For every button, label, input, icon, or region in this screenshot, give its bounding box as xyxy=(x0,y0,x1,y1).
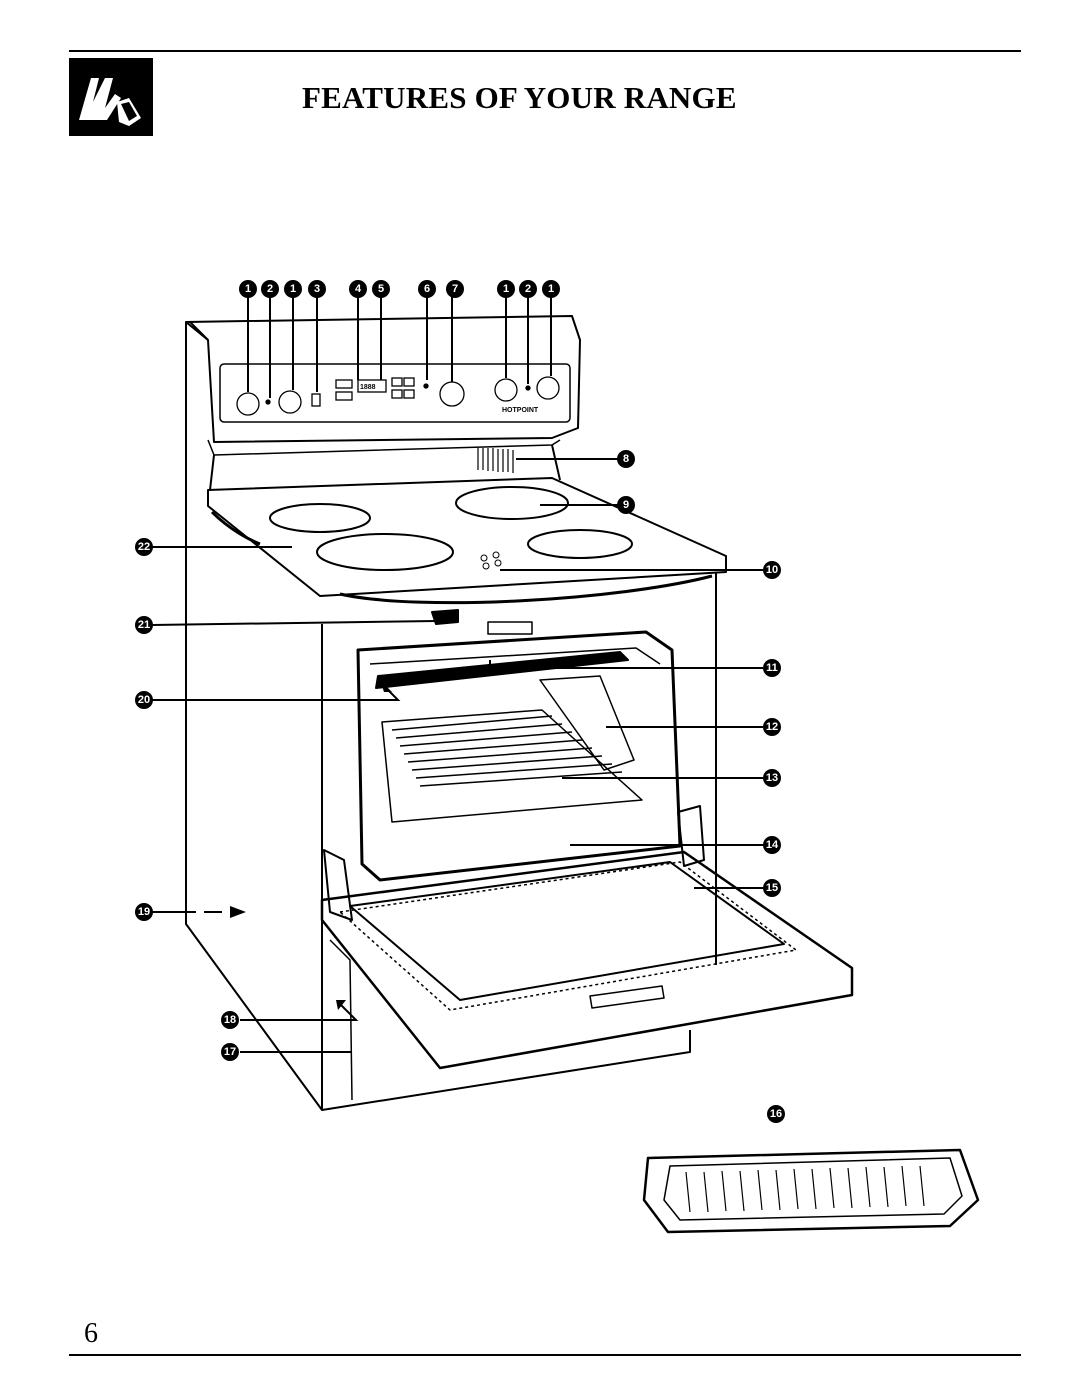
svg-text:16: 16 xyxy=(770,1108,782,1120)
svg-text:6: 6 xyxy=(424,283,430,295)
manual-section-logo-icon xyxy=(69,58,153,136)
page-number: 6 xyxy=(84,1318,98,1349)
clock-display-text: 1888 xyxy=(360,384,376,391)
oven-rack xyxy=(381,709,643,823)
oven-temp-knob xyxy=(439,381,465,407)
callout-10: 10 xyxy=(763,561,781,579)
oven-light-switch xyxy=(487,621,533,635)
svg-text:17: 17 xyxy=(224,1046,236,1058)
cooktop xyxy=(207,477,727,597)
burner-left-rear xyxy=(269,503,371,533)
page-title: FEATURES OF YOUR RANGE xyxy=(302,80,737,115)
svg-text:10: 10 xyxy=(766,564,778,576)
svg-text:4: 4 xyxy=(355,283,362,295)
callout-17: 17 xyxy=(221,1043,239,1061)
svg-text:5: 5 xyxy=(378,283,384,295)
callout-2b: 2 xyxy=(519,280,537,298)
callout-12: 12 xyxy=(763,718,781,736)
callout-5: 5 xyxy=(372,280,390,298)
svg-text:14: 14 xyxy=(766,839,779,851)
svg-text:1: 1 xyxy=(290,283,296,295)
footer-rule xyxy=(69,1354,1021,1356)
svg-text:19: 19 xyxy=(138,906,150,918)
callout-7: 7 xyxy=(446,280,464,298)
broiler-pan xyxy=(642,1148,980,1234)
oven-vent-icon xyxy=(477,448,514,473)
oven-door xyxy=(320,850,854,1070)
callout-13: 13 xyxy=(763,769,781,787)
svg-text:15: 15 xyxy=(766,882,778,894)
svg-text:8: 8 xyxy=(623,453,629,465)
svg-text:13: 13 xyxy=(766,772,778,784)
storage-drawer xyxy=(329,939,353,1101)
clock-display xyxy=(357,379,387,393)
callout-2: 2 xyxy=(261,280,279,298)
svg-text:1: 1 xyxy=(245,283,251,295)
door-hinge-right xyxy=(677,805,705,867)
svg-text:11: 11 xyxy=(766,662,778,674)
oven-cycling-indicator xyxy=(423,383,429,389)
callout-21: 21 xyxy=(135,616,153,634)
callout-18: 18 xyxy=(221,1011,239,1029)
callout-11: 11 xyxy=(763,659,781,677)
surface-knob-left-rear xyxy=(236,392,260,416)
callout-1: 1 xyxy=(239,280,257,298)
svg-text:21: 21 xyxy=(138,619,150,631)
svg-text:20: 20 xyxy=(138,694,150,706)
svg-text:3: 3 xyxy=(314,283,320,295)
burner-right-rear xyxy=(455,486,569,520)
control-knobs xyxy=(236,376,560,416)
svg-text:1: 1 xyxy=(503,283,509,295)
brand-name: HOTPOINT xyxy=(502,407,539,414)
broil-element xyxy=(375,651,629,689)
callout-8: 8 xyxy=(617,450,635,468)
svg-text:18: 18 xyxy=(224,1014,236,1026)
oven-latch xyxy=(431,609,459,625)
header-rule xyxy=(69,50,1021,52)
svg-text:7: 7 xyxy=(452,283,458,295)
door-hinge-left xyxy=(323,849,353,921)
callout-6: 6 xyxy=(418,280,436,298)
surface-knob-right-rear xyxy=(536,376,560,400)
hot-surface-indicator-icon xyxy=(480,551,502,570)
backguard xyxy=(185,315,581,443)
svg-text:12: 12 xyxy=(766,721,778,733)
svg-text:2: 2 xyxy=(267,283,273,295)
svg-text:1: 1 xyxy=(548,283,554,295)
callout-9: 9 xyxy=(617,496,635,514)
surface-knob-right-front xyxy=(494,378,518,402)
burner-right-front xyxy=(527,529,633,559)
callout-1b: 1 xyxy=(284,280,302,298)
svg-text:9: 9 xyxy=(623,499,629,511)
callout-15: 15 xyxy=(763,879,781,897)
surface-unit-on-indicator xyxy=(265,399,271,405)
callout-22: 22 xyxy=(135,538,153,556)
callout-16: 16 xyxy=(767,1105,785,1123)
callout-1c: 1 xyxy=(497,280,515,298)
surface-knob-left-front xyxy=(278,390,302,414)
burner-left-front xyxy=(316,533,454,571)
callout-3: 3 xyxy=(308,280,326,298)
selector-switch xyxy=(311,393,321,407)
callout-4: 4 xyxy=(349,280,367,298)
control-panel xyxy=(219,363,571,423)
svg-text:2: 2 xyxy=(525,283,531,295)
callout-14: 14 xyxy=(763,836,781,854)
callout-20: 20 xyxy=(135,691,153,709)
svg-text:22: 22 xyxy=(138,541,150,553)
callout-19: 19 xyxy=(135,903,153,921)
callout-1d: 1 xyxy=(542,280,560,298)
